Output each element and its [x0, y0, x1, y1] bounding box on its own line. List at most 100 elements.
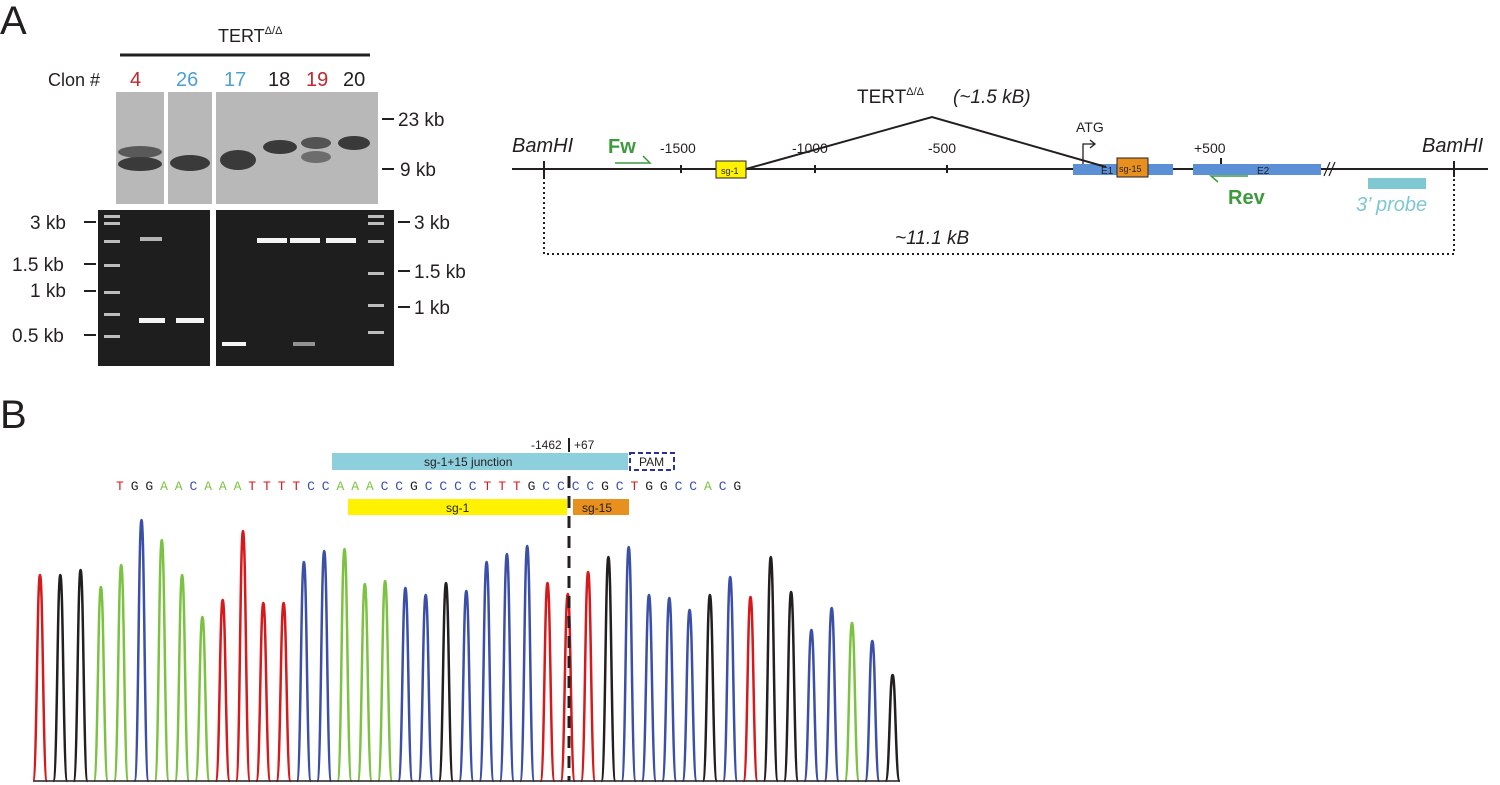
- sequence-base: A: [366, 479, 374, 494]
- chromatogram-peak: [133, 518, 150, 783]
- sequence-base: G: [601, 479, 609, 494]
- map-break-mark: [1323, 161, 1331, 177]
- chromatogram-peak: [92, 585, 110, 783]
- chromatogram-peak: [843, 621, 861, 783]
- exon-2: [1193, 164, 1321, 175]
- breakpoint-left-label: -1462: [531, 438, 562, 452]
- sequence-base: T: [263, 479, 271, 494]
- sequence-base: T: [484, 479, 492, 494]
- sequence-base: C: [381, 479, 389, 494]
- pcr-marker-left-1kb: 1 kb: [30, 281, 66, 302]
- sequence-base: A: [160, 479, 168, 494]
- sequence-base: G: [528, 479, 536, 494]
- sequence-base: C: [454, 479, 462, 494]
- southern-band: [170, 155, 210, 171]
- ladder-band: [104, 313, 120, 316]
- sequence-base: C: [469, 479, 477, 494]
- chromatogram-peak: [31, 573, 49, 783]
- chromatogram-peak: [458, 589, 475, 783]
- sg1-bar-label: sg-1: [446, 501, 470, 515]
- chromatogram-peak: [579, 570, 597, 783]
- sequence-base: A: [234, 479, 242, 494]
- southern-marker-23kb: 23 kb: [398, 110, 444, 131]
- junction-bar: [332, 453, 628, 470]
- sg15-site: [1116, 157, 1149, 178]
- fragment-bracket: [543, 177, 1455, 255]
- chromatogram-peak: [661, 596, 678, 783]
- clone-label: 18: [268, 69, 290, 91]
- ladder-band: [104, 222, 120, 225]
- chromatogram-peak: [823, 606, 840, 783]
- sequence-base: C: [689, 479, 697, 494]
- junction-label: sg-1+15 junction: [424, 455, 512, 469]
- chromatogram-peak: [701, 593, 719, 783]
- position-label-minus1500: -1500: [660, 140, 696, 156]
- sequence-base: A: [337, 479, 345, 494]
- chromatogram-peak: [498, 552, 516, 783]
- sequence-base: A: [219, 479, 227, 494]
- pcr-band: [326, 238, 356, 243]
- sequence-base: A: [704, 479, 712, 494]
- exon-2-label: E2: [1257, 166, 1270, 177]
- pcr-marker-right-3kb: 3 kb: [414, 213, 450, 234]
- ladder-band: [104, 240, 120, 243]
- chromatogram-peak: [295, 560, 313, 783]
- chromatogram: [31, 518, 901, 783]
- sequence-base: C: [616, 479, 624, 494]
- rev-primer-arrow: [1208, 175, 1248, 183]
- deletion-label: TERTΔ/Δ: [857, 86, 925, 108]
- pcr-band: [257, 238, 287, 243]
- atg-arrow: [1082, 143, 1094, 164]
- sequence-base: C: [675, 479, 683, 494]
- pcr-marker-left-0.5kb: 0.5 kb: [12, 326, 64, 347]
- fragment-size: ~11.1 kB: [895, 228, 969, 249]
- atg-arrowhead: [1089, 139, 1097, 149]
- chromatogram-peak: [478, 560, 495, 783]
- genotype-text: TERT: [218, 26, 265, 46]
- probe-bar: [1368, 178, 1426, 189]
- sequence-base: C: [307, 479, 315, 494]
- chromatogram-peak: [194, 615, 211, 783]
- ladder-band: [104, 291, 120, 294]
- chromatogram-peak: [234, 529, 252, 783]
- sequence-base: T: [292, 479, 300, 494]
- chromatogram-peak: [417, 593, 434, 783]
- sg15-bar-label: sg-15: [582, 501, 612, 515]
- chromatogram-peak: [742, 595, 759, 783]
- pcr-marker-right-1kb: 1 kb: [414, 298, 450, 319]
- chromatogram-peak: [315, 549, 333, 783]
- genotype-label: TERTΔ/Δ: [218, 25, 283, 46]
- clone-label: 20: [343, 69, 365, 91]
- pcr-marker-left-3kb: 3 kb: [30, 213, 66, 234]
- ladder-band: [368, 222, 384, 225]
- southern-band: [220, 150, 256, 170]
- southern-blot-left-2: [168, 92, 212, 204]
- ladder-band: [104, 335, 120, 338]
- sequence-base: C: [439, 479, 447, 494]
- rev-primer-label: Rev: [1228, 187, 1266, 209]
- ladder-band: [368, 272, 384, 275]
- panel-a-letter: A: [0, 0, 27, 43]
- clone-label: 17: [224, 69, 246, 91]
- pcr-bands: [139, 237, 356, 346]
- deletion-triangle: [745, 115, 1107, 170]
- pcr-gel-right: [216, 210, 394, 366]
- chromatogram-peak: [52, 573, 69, 783]
- fw-primer-label: Fw: [608, 136, 636, 158]
- position-label-plus500: +500: [1194, 140, 1226, 156]
- chromatogram-peak: [539, 581, 556, 783]
- ladder-right: [368, 215, 384, 334]
- pcr-band: [139, 318, 165, 323]
- bamhi-label-left: BamHI: [512, 135, 574, 157]
- sequence-base: A: [175, 479, 183, 494]
- ladder-band: [104, 215, 120, 218]
- exon-1-label: E1: [1101, 166, 1114, 177]
- genotype-superscript: Δ/Δ: [265, 25, 283, 37]
- pcr-band: [222, 342, 246, 346]
- sg15-bar: [573, 499, 629, 515]
- sequence-base: T: [631, 479, 639, 494]
- chromatogram-peak: [559, 592, 577, 783]
- sequence-base: C: [542, 479, 550, 494]
